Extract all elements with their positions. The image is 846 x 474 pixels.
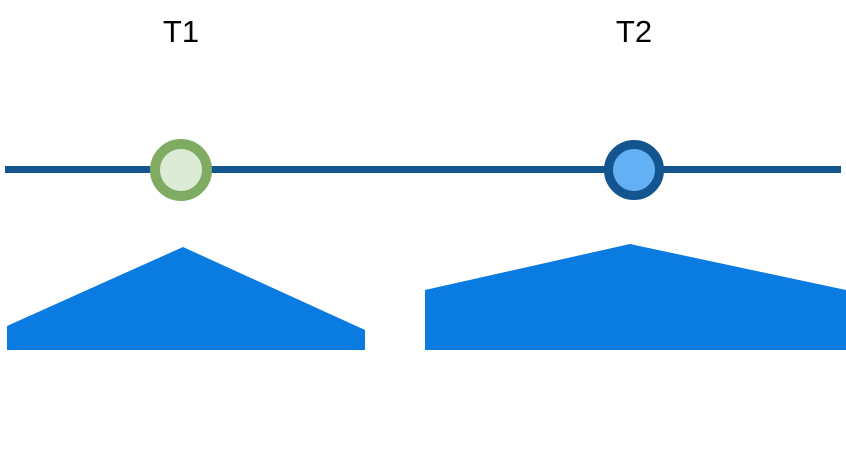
timeline-axis	[5, 166, 841, 173]
callout-starten[interactable]: Starten GMN_Start- Registration	[0, 240, 380, 474]
callout-pentagon-shape	[415, 240, 846, 474]
timeline-tick-label-t1: T1	[162, 14, 200, 49]
callout-aanvullen[interactable]: Aanvullen ... GMN_Measuring- PointEndDat…	[415, 240, 846, 474]
timeline-marker-t1[interactable]	[150, 139, 212, 201]
callout-pentagon-shape	[0, 240, 380, 474]
timeline-tick-label-t2: T2	[615, 14, 653, 49]
timeline-marker-t2[interactable]	[604, 140, 664, 200]
